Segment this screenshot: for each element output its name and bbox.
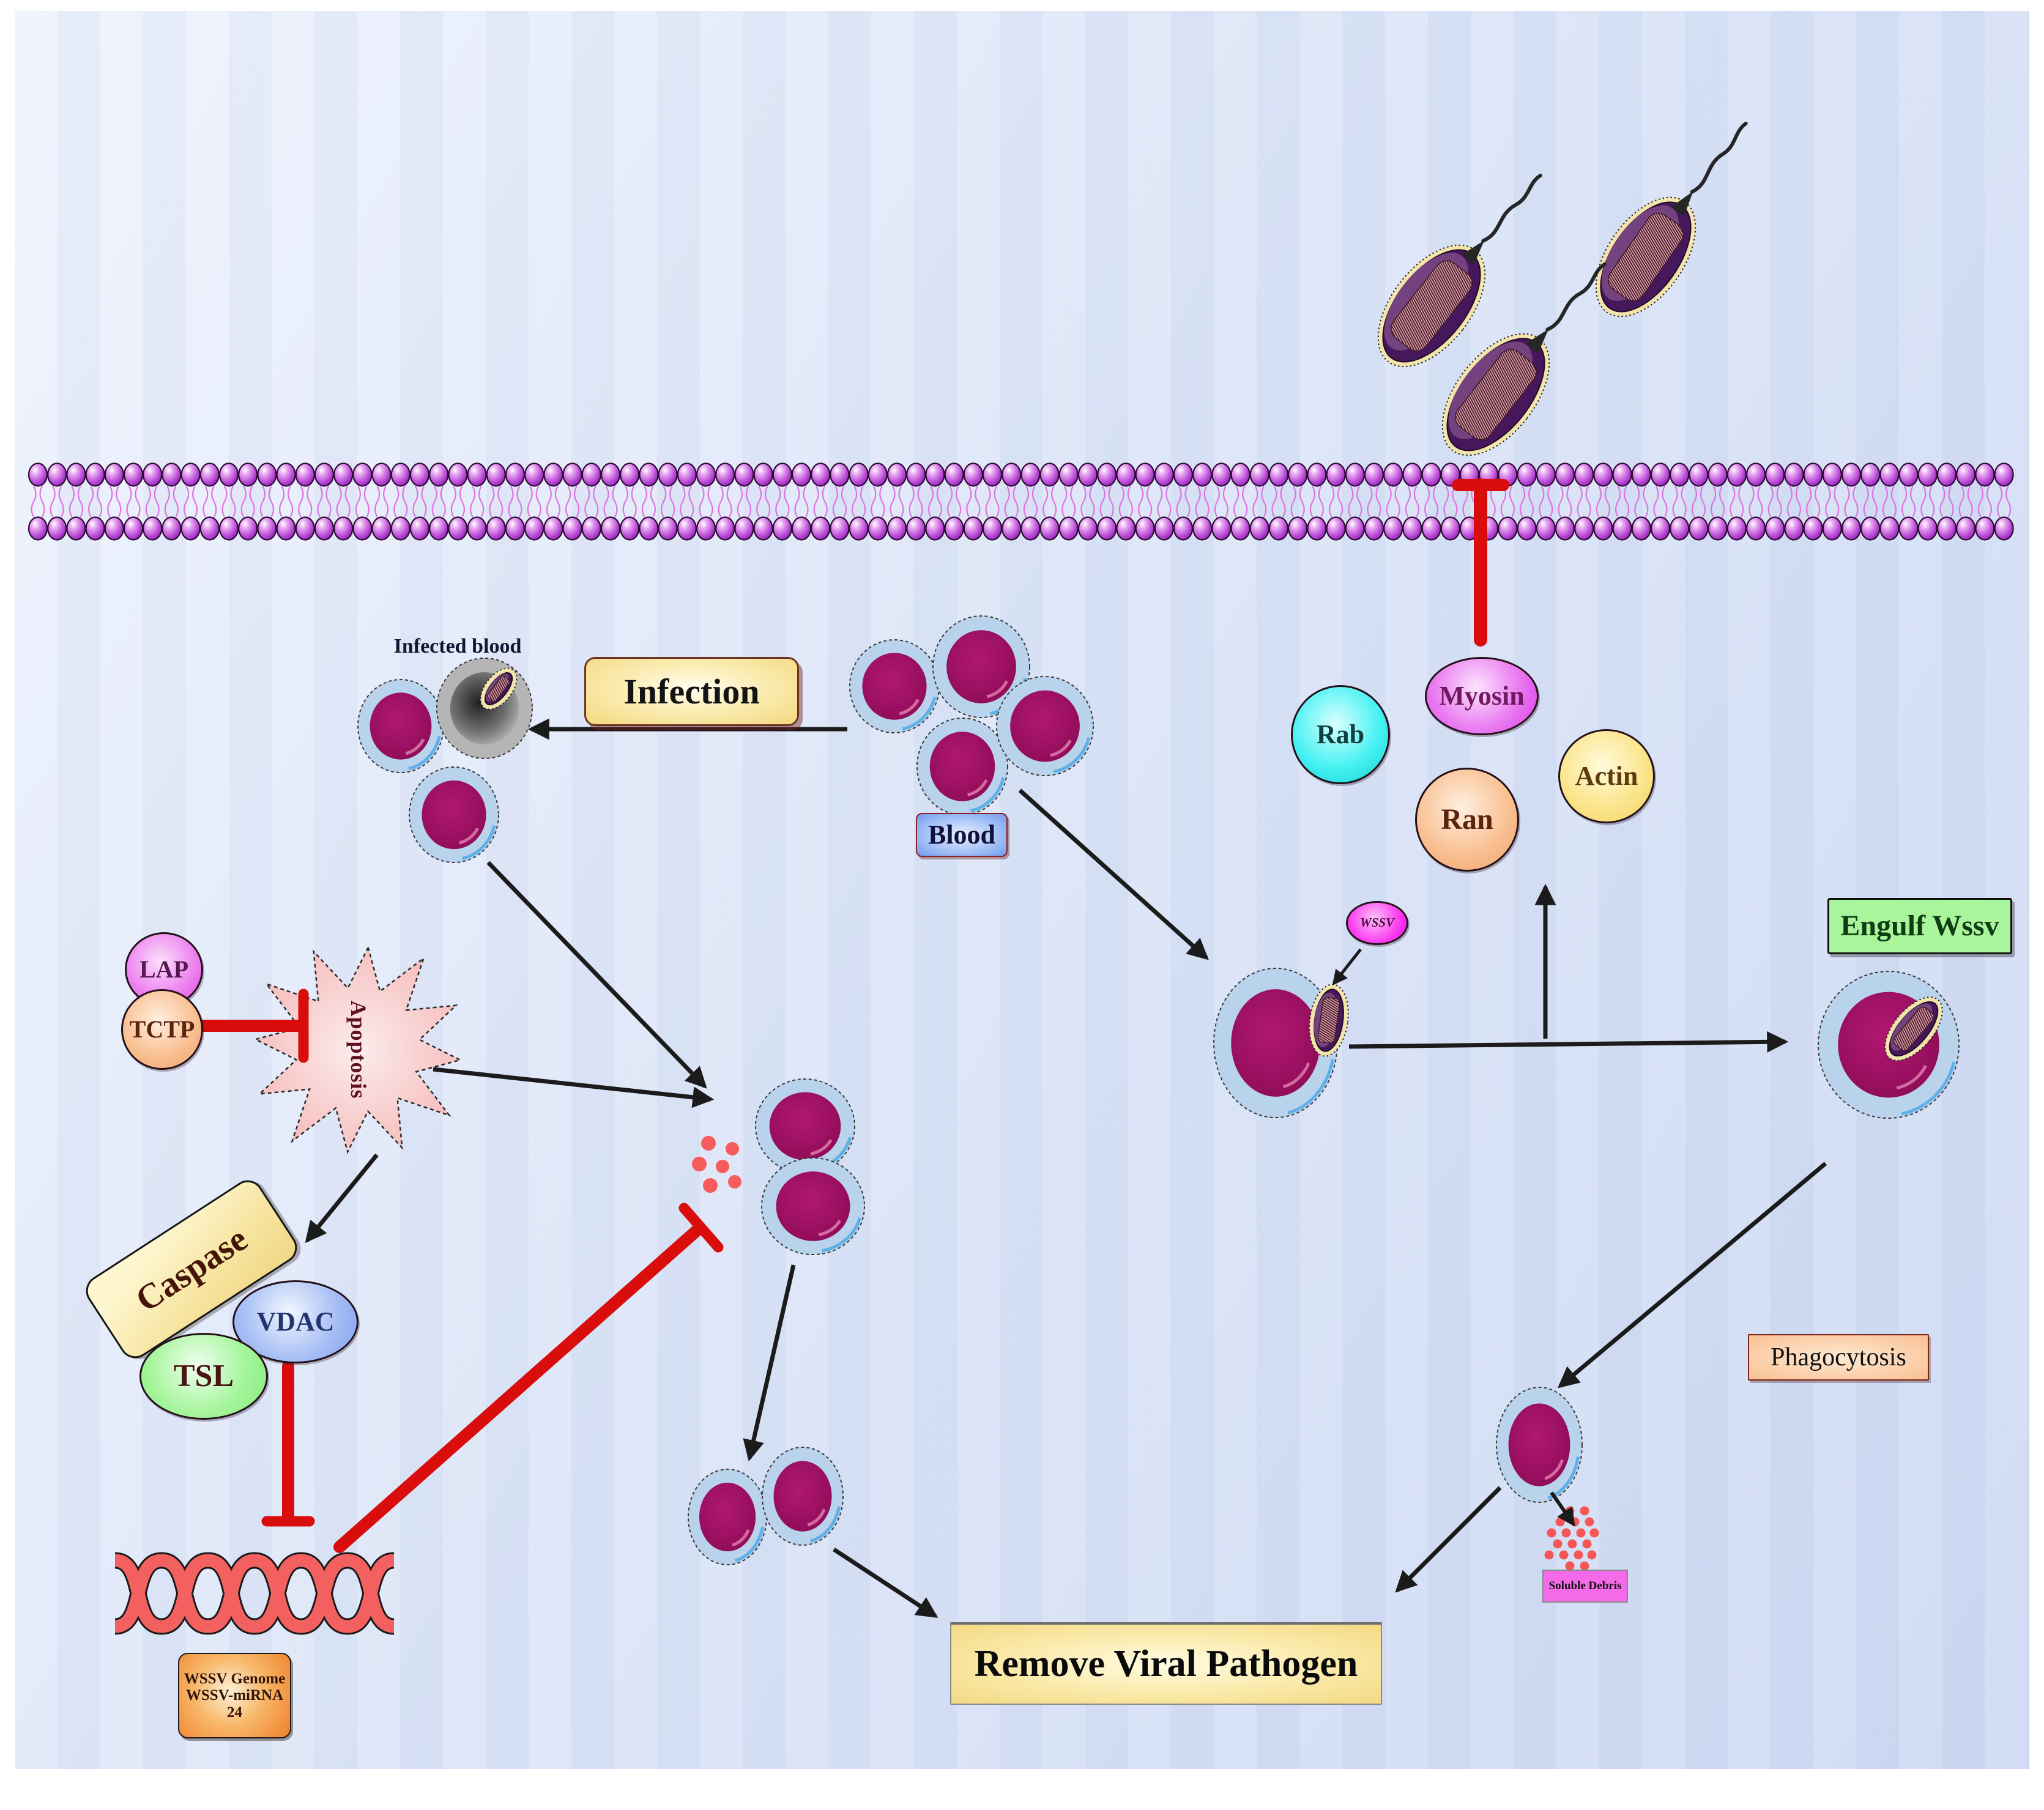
infected-blood-label: Infected blood	[393, 635, 522, 658]
remove-viral-pathogen-box[interactable]: Remove Viral Pathogen	[950, 1622, 1382, 1705]
inhibition-bars	[196, 478, 1509, 1553]
diagram-background	[15, 11, 2029, 1769]
blood-box[interactable]: Blood	[916, 813, 1008, 857]
pathway-arrows	[305, 718, 1827, 1618]
ran-protein-bubble[interactable]: Ran	[1415, 768, 1519, 872]
soluble-debris-box[interactable]: Soluble Debris	[1542, 1570, 1628, 1603]
engulf-wssv-box[interactable]: Engulf Wssv	[1827, 898, 2012, 954]
wssv-virus-label[interactable]: WSSV	[1346, 901, 1408, 945]
myosin-protein-bubble[interactable]: Myosin	[1425, 657, 1539, 735]
phagocytosis-box[interactable]: Phagocytosis	[1748, 1334, 1929, 1381]
actin-protein-bubble[interactable]: Actin	[1558, 729, 1655, 823]
infection-box[interactable]: Infection	[584, 657, 799, 726]
wssv-genome-box[interactable]: WSSV Genome WSSV-miRNA 24	[178, 1653, 291, 1738]
tsl-protein-bubble[interactable]: TSL	[139, 1333, 268, 1420]
rab-protein-bubble[interactable]: Rab	[1291, 685, 1390, 784]
wssv-genome-line2: WSSV-miRNA 24	[185, 1687, 284, 1721]
wssv-virions	[480, 121, 1943, 1061]
dna-helix	[114, 1552, 395, 1635]
hemocyte-cells	[357, 615, 1960, 1565]
tctp-protein-bubble[interactable]: TCTP	[121, 989, 203, 1070]
apoptosis-label: Apoptosis	[346, 1000, 371, 1099]
wssv-genome-line1: WSSV Genome	[184, 1670, 286, 1687]
lipid-bilayer-membrane	[28, 462, 2014, 541]
